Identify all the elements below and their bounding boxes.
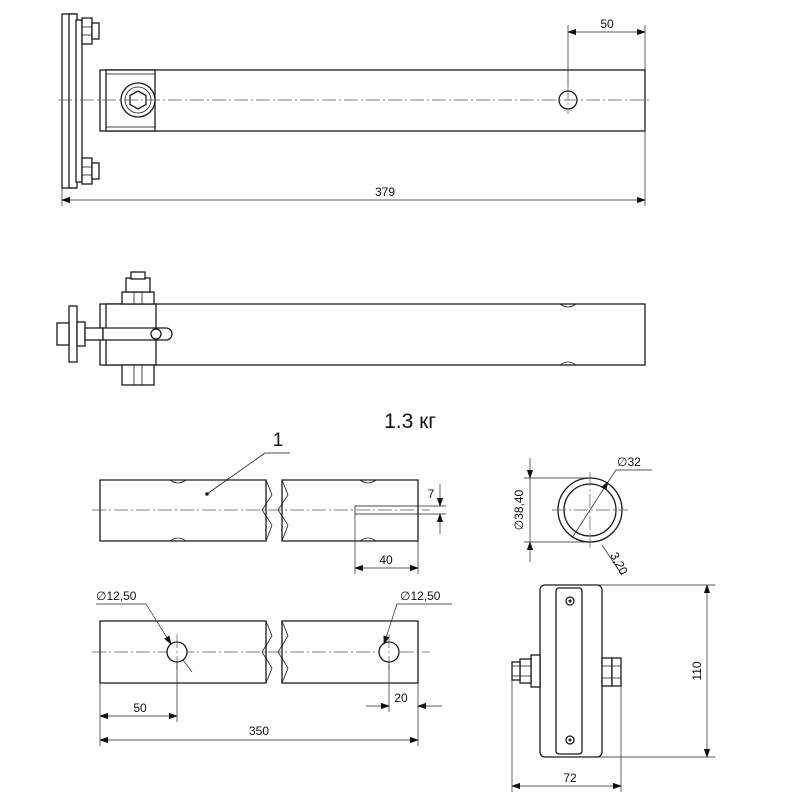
side-view-assembly	[56, 271, 646, 386]
side-mounting-plate	[68, 305, 78, 363]
bracket-end-view: 110 72	[511, 584, 715, 792]
bolt-head-top	[81, 17, 93, 45]
bracket-right-nut	[611, 657, 622, 687]
dim-hole-offset-top: 50	[600, 17, 614, 31]
part-callout: 1	[273, 430, 284, 451]
bracket-plate	[555, 587, 583, 755]
tube-side-view	[99, 303, 646, 366]
bottom-nut	[121, 364, 155, 386]
dim-slot-length: 40	[379, 553, 393, 567]
dim-outer-diameter: ∅38,40	[512, 489, 526, 530]
dim-slot-depth: 7	[428, 487, 435, 501]
dim-tube-length: 350	[249, 724, 269, 738]
dim-total-length: 379	[375, 185, 395, 199]
dim-hole-offset-right: 20	[394, 691, 408, 705]
bracket-left-nut	[519, 658, 532, 684]
dim-hole-dia-right: ∅12,50	[400, 589, 441, 603]
dim-bracket-width: 72	[563, 771, 577, 785]
dim-bracket-height: 110	[690, 661, 704, 680]
tube-cross-section: ∅38,40 ∅32 3,20	[512, 455, 652, 577]
tube-top-view	[99, 69, 646, 132]
dim-inner-diameter: ∅32	[617, 455, 641, 469]
tube-slot	[354, 505, 419, 515]
top-nut	[121, 291, 155, 305]
dim-hole-offset-left: 50	[133, 701, 147, 715]
top-view-assembly: 379 50	[58, 13, 652, 206]
dim-hole-dia-left: ∅12,50	[96, 589, 137, 603]
tube-detail-view-slot: 1 7 40	[92, 430, 446, 574]
dim-wall-thickness: 3,20	[607, 550, 630, 577]
bolt-head-bottom	[81, 157, 93, 185]
tube-detail-view-holes: ∅12,50 ∅12,50 50 20 350	[92, 589, 452, 746]
weight-label: 1.3 кг	[384, 410, 436, 433]
